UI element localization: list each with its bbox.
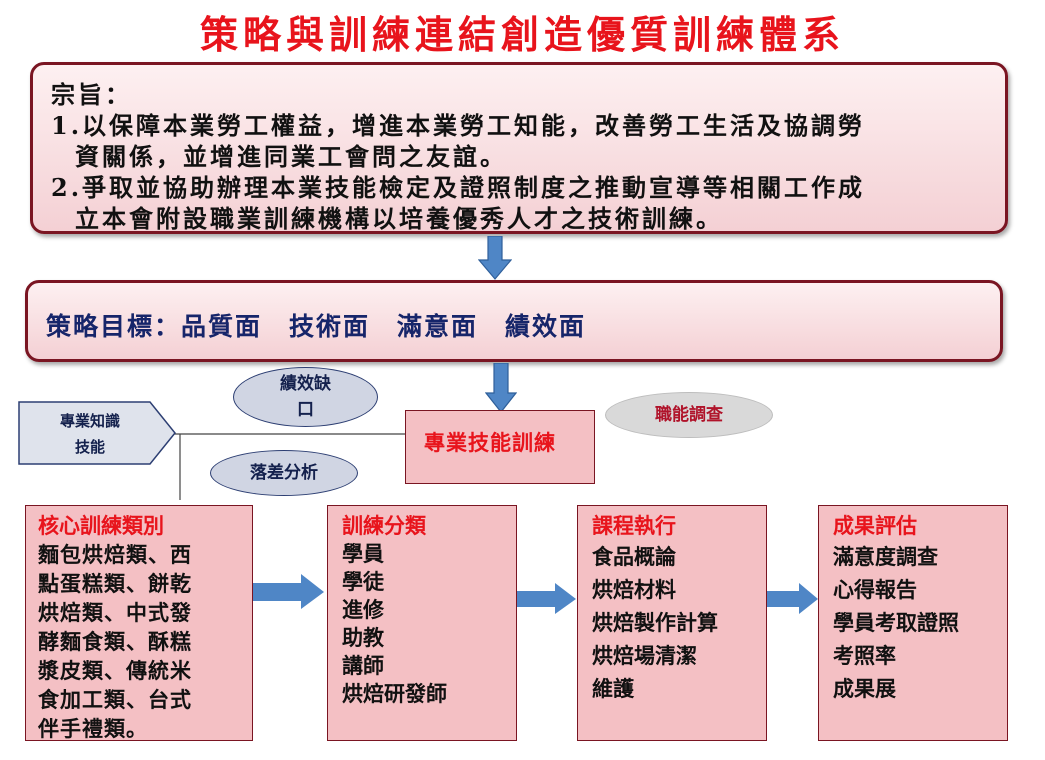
knowledge-label-line-1: 專業知識 [59,412,120,430]
results-evaluation-head: 成果評估 [833,513,917,538]
core-training-line-5: 漿皮類、傳統米 [38,658,192,683]
course-item: 烘焙製作計算 [592,610,718,635]
result-item: 心得報告 [833,577,917,602]
knowledge-skills-shape [18,401,176,465]
classification-item: 講師 [342,653,384,678]
result-item: 滿意度調查 [833,544,938,569]
competency-survey-oval: 職能調查 [605,392,773,438]
classification-item: 學員 [342,541,384,566]
core-training-line-4: 酵麵食類、酥糕 [38,629,192,654]
course-item: 維護 [592,676,634,701]
result-item: 學員考取證照 [833,610,959,635]
core-training-line-2: 點蛋糕類、餅乾 [38,571,192,596]
classification-item: 助教 [342,625,384,650]
purpose-label: 宗旨： [51,80,132,109]
competency-survey-label: 職能調查 [655,405,723,425]
result-item: 考照率 [833,643,896,668]
core-training-line-7: 伴手禮類。 [38,716,148,741]
knowledge-label-line-2: 技能 [74,438,105,456]
course-item: 烘焙場清潔 [592,643,697,668]
classification-item: 學徒 [342,569,384,594]
core-training-box: 核心訓練類別 麵包烘焙類、西 點蛋糕類、餅乾 烘焙類、中式發 酵麵食類、酥糕 漿… [25,505,253,741]
course-item: 食品概論 [592,544,676,569]
purpose-line-2: 資關係，並增進同業工會問之友誼。 [75,142,507,171]
gap-analysis-oval: 落差分析 [210,450,358,496]
core-training-line-1: 麵包烘焙類、西 [38,542,192,567]
result-item: 成果展 [833,676,896,701]
performance-gap-line-2: 口 [297,400,314,420]
skill-training-label: 專業技能訓練 [424,430,556,455]
gap-analysis-label: 落差分析 [250,463,318,483]
knowledge-skills-label: 專業知識 技能 [20,408,160,460]
classification-item: 進修 [342,597,384,622]
classification-item: 烘焙研發師 [342,681,447,706]
down-arrow-1 [478,236,512,280]
purpose-box: 宗旨： 1.以保障本業勞工權益，增進本業勞工知能，改善勞工生活及協調勞 資關係，… [30,62,1008,234]
course-execution-head: 課程執行 [592,513,676,538]
skill-training-box: 專業技能訓練 [405,410,595,484]
page-title: 策略與訓練連結創造優質訓練體系 [199,12,845,57]
training-classification-head: 訓練分類 [342,513,426,538]
training-classification-box: 訓練分類 學員 學徒 進修 助教 講師 烘焙研發師 [327,505,517,741]
right-arrow-3 [767,583,818,614]
course-item: 烘焙材料 [592,577,676,602]
strategy-goals-text: 策略目標：品質面 技術面 滿意面 績效面 [46,312,587,341]
course-execution-box: 課程執行 食品概論 烘焙材料 烘焙製作計算 烘焙場清潔 維護 [577,505,767,741]
right-arrow-2 [517,583,576,614]
core-training-line-3: 烘焙類、中式發 [38,600,192,625]
results-evaluation-box: 成果評估 滿意度調查 心得報告 學員考取證照 考照率 成果展 [818,505,1008,741]
down-arrow-2 [485,363,517,413]
core-training-head: 核心訓練類別 [38,513,164,538]
performance-gap-oval: 績效缺 口 [233,367,378,427]
purpose-line-1: 1.以保障本業勞工權益，增進本業勞工知能，改善勞工生活及協調勞 [51,111,866,140]
purpose-line-4: 立本會附設職業訓練機構以培養優秀人才之技術訓練。 [75,204,723,233]
right-arrow-1 [253,574,324,609]
core-training-line-6: 食加工類、台式 [38,687,192,712]
strategy-goals-box: 策略目標：品質面 技術面 滿意面 績效面 [25,280,1003,362]
performance-gap-line-1: 績效缺 [280,374,331,394]
purpose-line-3: 2.爭取並協助辦理本業技能檢定及證照制度之推動宣導等相關工作成 [51,173,866,202]
